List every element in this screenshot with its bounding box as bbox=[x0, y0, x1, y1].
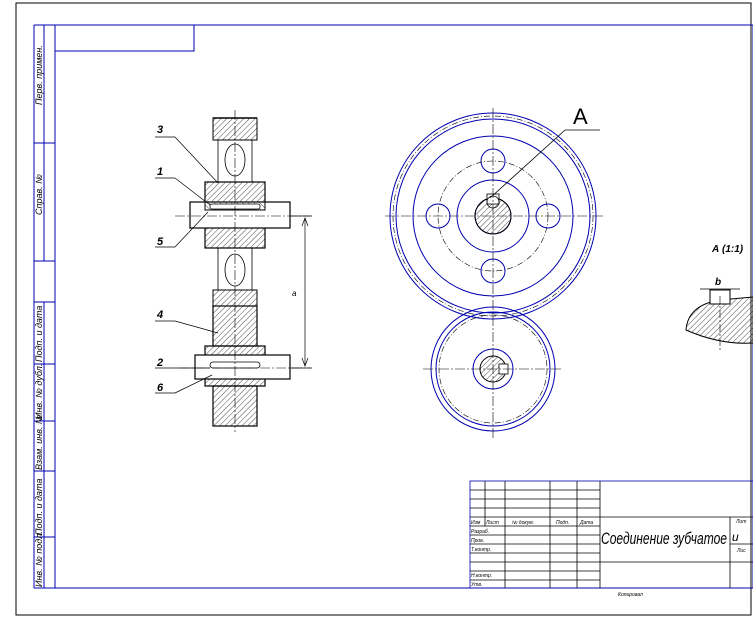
front-view: А bbox=[385, 104, 603, 440]
dim-a-label: a bbox=[292, 289, 297, 298]
stamp-podp-data-1: Подп. и дата bbox=[34, 306, 44, 362]
callout-5: 5 bbox=[157, 236, 164, 248]
stamp-podp-data-2: Подп. и дата bbox=[34, 479, 44, 535]
view-a-label: А bbox=[573, 104, 588, 129]
tb-col-doc: № докум. bbox=[512, 520, 534, 526]
callout-4: 4 bbox=[156, 309, 163, 321]
stamp-inv-no-dubl: Инв. № дубл. bbox=[34, 364, 44, 419]
callout-1: 1 bbox=[157, 166, 163, 178]
tb-nkontr: Н.контр. bbox=[471, 573, 492, 579]
tb-col-izm: Изм bbox=[471, 520, 481, 526]
sheet-trim-border bbox=[15, 2, 752, 616]
stamp-inv-no-podl: Инв. № подл. bbox=[34, 531, 44, 587]
callout-6: 6 bbox=[157, 382, 164, 394]
detail-a: А (1:1) b bbox=[685, 244, 753, 350]
callout-2: 2 bbox=[156, 357, 163, 369]
tb-title: Соединение зубчатое bbox=[601, 529, 727, 548]
section-view: a 3 1 5 4 2 6 bbox=[155, 110, 312, 432]
tb-col-list: Лист bbox=[485, 520, 499, 526]
tb-lit: Лит bbox=[735, 519, 746, 525]
title-block bbox=[469, 480, 753, 589]
tb-utv: Утв. bbox=[471, 582, 482, 588]
tb-col-podp: Подп. bbox=[556, 520, 569, 526]
stamp-sprav-no: Справ. № bbox=[34, 174, 44, 215]
tb-prov: Пров. bbox=[471, 538, 484, 544]
tb-tkontr: Т.контр. bbox=[471, 547, 491, 553]
drawing-frame bbox=[33, 24, 753, 589]
tb-copied: Копировал bbox=[618, 592, 643, 598]
tb-razrab: Разраб. bbox=[471, 529, 489, 535]
callout-3: 3 bbox=[157, 124, 163, 136]
dim-b-label: b bbox=[715, 277, 721, 288]
tb-list: Лис bbox=[736, 548, 746, 554]
tb-extra: и bbox=[732, 530, 739, 544]
detail-a-title: А (1:1) bbox=[711, 244, 744, 255]
stamp-perv-primen: Перв. примен. bbox=[34, 45, 44, 105]
stamp-vzam-inv-no: Взам. инв. № bbox=[34, 414, 44, 470]
tb-col-data: Дата bbox=[579, 520, 593, 526]
